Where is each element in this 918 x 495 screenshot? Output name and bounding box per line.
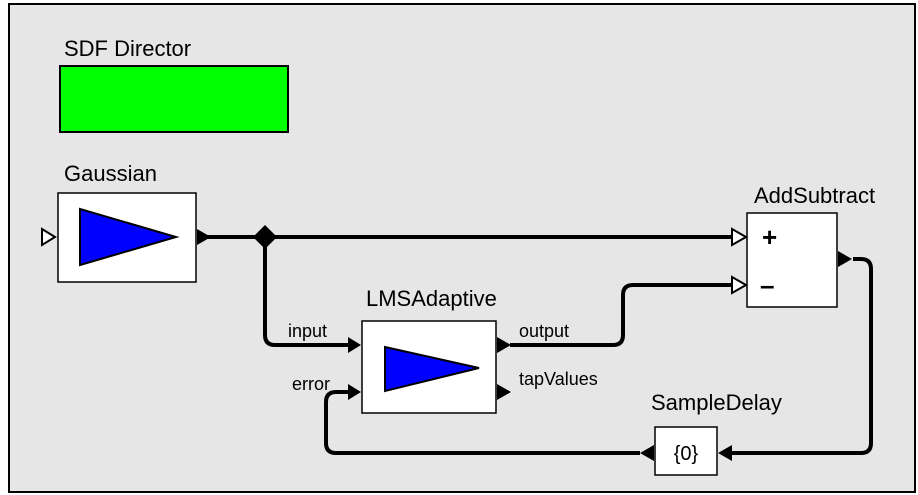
lms-input-label: input xyxy=(288,321,327,341)
gaussian-label: Gaussian xyxy=(64,161,157,186)
sdf-director[interactable] xyxy=(59,65,289,133)
add-plus-port[interactable] xyxy=(731,227,749,247)
wire-add-output-to-delay[interactable] xyxy=(732,257,873,455)
lms-output-port[interactable] xyxy=(497,337,511,353)
sample-delay-label: SampleDelay xyxy=(651,390,782,415)
sample-delay-input-port[interactable] xyxy=(718,445,732,461)
lms-error-port[interactable] xyxy=(348,384,361,400)
lms-adaptive-actor[interactable] xyxy=(361,320,497,414)
wire-delay-to-lms-error[interactable] xyxy=(324,390,640,455)
wire-relay-to-lms-input[interactable] xyxy=(263,237,350,347)
minus-sign: – xyxy=(760,270,774,300)
director-label: SDF Director xyxy=(64,36,191,61)
sample-delay-actor[interactable]: {0} xyxy=(654,426,718,476)
wires xyxy=(200,235,873,455)
lms-error-label: error xyxy=(292,374,330,394)
add-minus-port[interactable] xyxy=(731,275,749,295)
lms-output-label: output xyxy=(519,321,569,341)
sample-delay-output-port[interactable] xyxy=(640,445,654,461)
lms-input-port[interactable] xyxy=(348,337,361,353)
sample-delay-value: {0} xyxy=(674,443,699,465)
gaussian-trigger-port[interactable] xyxy=(41,227,57,247)
gaussian-actor[interactable] xyxy=(57,192,197,283)
add-subtract-label: AddSubtract xyxy=(754,183,875,208)
plus-sign: + xyxy=(762,222,777,252)
lms-tapvalues-port[interactable] xyxy=(497,384,511,400)
lms-triangle-icon xyxy=(384,345,480,393)
gaussian-output-port[interactable] xyxy=(197,229,211,245)
add-subtract-actor[interactable]: + – xyxy=(746,212,838,308)
add-output-port[interactable] xyxy=(838,251,852,267)
lms-label: LMSAdaptive xyxy=(366,286,497,311)
lms-tapvalues-label: tapValues xyxy=(519,369,598,389)
gaussian-triangle-icon xyxy=(79,207,180,267)
wire-lms-output-to-add-minus[interactable] xyxy=(510,283,733,347)
relay-diamond[interactable] xyxy=(253,225,277,249)
